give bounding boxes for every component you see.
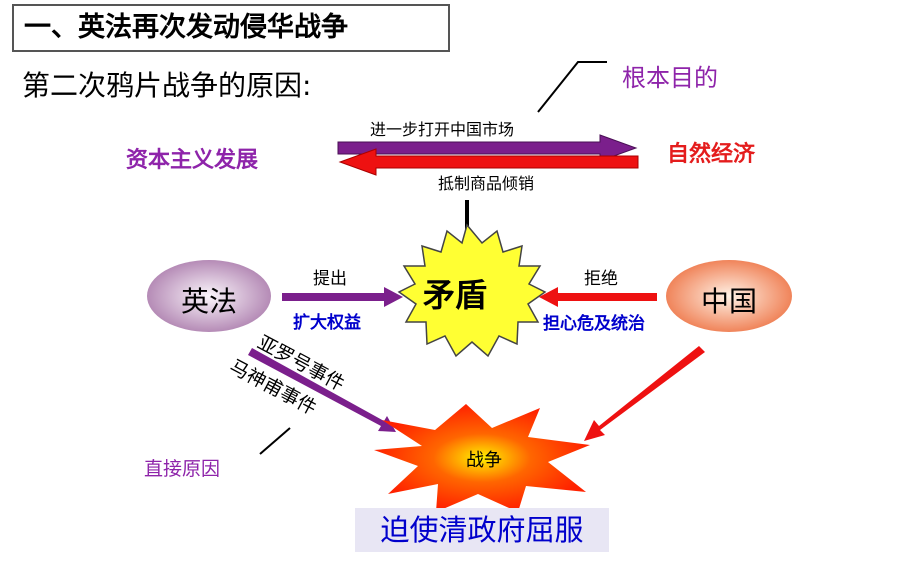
propose-label: 提出 (313, 269, 347, 289)
britain-france-label: 英法 (181, 285, 238, 318)
natural-economy-label: 自然经济 (667, 142, 756, 167)
war-burst (374, 404, 590, 512)
contradiction-star (397, 223, 547, 358)
war-label: 战争 (466, 450, 502, 471)
china-label: 中国 (701, 285, 758, 318)
root-purpose-pointer (537, 61, 607, 113)
section-subtitle: 第二次鸦片战争的原因: (22, 69, 312, 102)
direct-cause-label: 直接原因 (144, 458, 221, 480)
refuse-label: 拒绝 (584, 269, 618, 289)
page-title: 一、英法再次发动侵华战争 (12, 4, 450, 52)
direct-cause-pointer (259, 427, 291, 455)
resist-goods-arrow (338, 148, 639, 176)
open-market-label: 进一步打开中国市场 (370, 120, 515, 139)
capitalism-label: 资本主义发展 (126, 148, 259, 173)
propose-arrow (282, 287, 403, 307)
incident-arrow (248, 348, 396, 432)
refuse-arrow (539, 287, 657, 307)
resist-goods-label: 抵制商品倾销 (438, 174, 535, 193)
china-war-arrow (584, 346, 705, 441)
expand-rights-label: 扩大权益 (293, 313, 361, 333)
result-box: 迫使清政府屈服 (355, 508, 609, 552)
open-market-arrow (337, 134, 638, 162)
root-purpose-label: 根本目的 (622, 64, 718, 92)
britain-france-node (147, 260, 271, 332)
worry-rule-label: 担心危及统治 (543, 314, 645, 334)
contradiction-label: 矛盾 (423, 276, 488, 314)
china-node (666, 260, 792, 332)
